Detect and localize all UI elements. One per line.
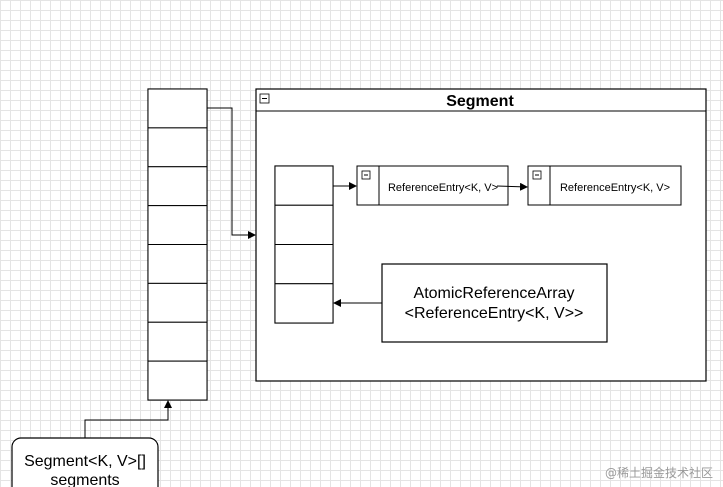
atomic-array-line1: AtomicReferenceArray <box>414 285 575 302</box>
segments-label-line1: Segment<K, V>[] <box>24 453 146 470</box>
table-array[interactable] <box>274 165 334 324</box>
reference-entry-2[interactable]: ReferenceEntry<K, V> <box>527 165 682 206</box>
table-cell-2[interactable] <box>274 204 334 245</box>
segments-label-box[interactable]: Segment<K, V>[] segments <box>11 437 159 487</box>
segments-cell-4[interactable] <box>147 205 208 246</box>
watermark: @稀土掘金技术社区 <box>604 466 713 480</box>
segment-title: Segment <box>446 93 514 110</box>
arrow-icon <box>84 400 172 438</box>
segments-cell-8[interactable] <box>147 360 208 401</box>
segments-cell-1[interactable] <box>147 88 208 129</box>
atomic-array-line2: <ReferenceEntry<K, V>> <box>405 305 584 322</box>
collapse-icon[interactable] <box>259 93 270 104</box>
reference-entry-label: ReferenceEntry<K, V> <box>388 182 498 194</box>
segments-cell-5[interactable] <box>147 244 208 284</box>
reference-entry-label: ReferenceEntry<K, V> <box>560 182 670 194</box>
arrow-icon <box>496 182 528 191</box>
arrow-icon <box>207 107 256 239</box>
segments-array[interactable] <box>147 88 208 401</box>
collapse-icon[interactable] <box>361 170 371 180</box>
reference-entry-1[interactable]: ReferenceEntry<K, V> <box>356 165 509 206</box>
table-cell-1[interactable] <box>274 165 334 206</box>
segments-cell-3[interactable] <box>147 166 208 207</box>
table-cell-4[interactable] <box>274 283 334 324</box>
segments-cell-7[interactable] <box>147 321 208 362</box>
table-cell-3[interactable] <box>274 244 334 285</box>
segments-cell-6[interactable] <box>147 282 208 323</box>
atomic-reference-array-box[interactable]: AtomicReferenceArray <ReferenceEntry<K, … <box>381 263 608 343</box>
collapse-icon[interactable] <box>532 170 542 180</box>
segments-cell-2[interactable] <box>147 127 208 168</box>
segments-label-line2: segments <box>50 472 119 487</box>
